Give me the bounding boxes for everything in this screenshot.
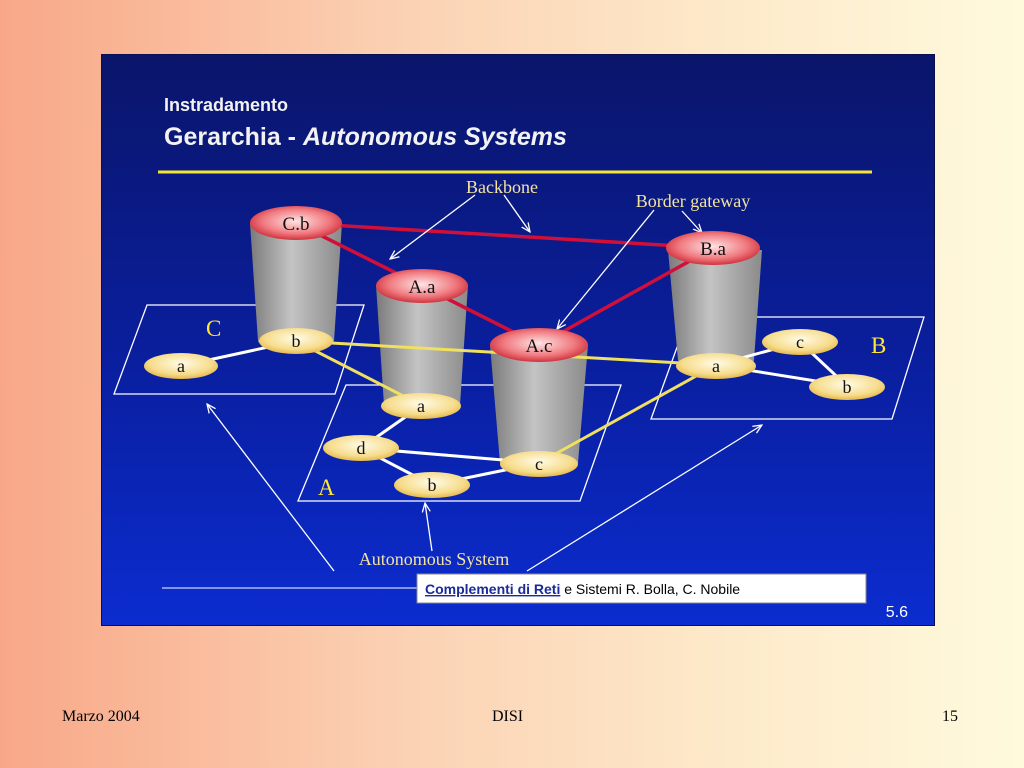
callout-autonomous-system: Autonomous System — [359, 549, 510, 569]
router-ba — [666, 231, 760, 265]
node-a-d: d — [323, 435, 399, 461]
callout-border-gateway: Border gateway — [636, 191, 750, 211]
router-cb — [250, 206, 342, 240]
slide-title: Gerarchia - Autonomous Systems — [164, 123, 567, 151]
title-plain: Gerarchia - — [164, 123, 303, 151]
region-c-label: C — [206, 316, 221, 341]
router-cb-label: C.b — [283, 214, 310, 235]
node-b-a: a — [676, 353, 756, 379]
svg-text:a: a — [417, 396, 425, 416]
node-a-a: a — [381, 393, 461, 419]
svg-text:b: b — [292, 331, 301, 351]
node-b-c: c — [762, 329, 838, 355]
router-aa-label: A.a — [409, 277, 436, 298]
svg-text:c: c — [796, 332, 804, 352]
region-b-label: B — [871, 333, 886, 358]
router-ac-label: A.c — [526, 336, 553, 357]
tower-ba — [668, 250, 762, 368]
slide-page-code: 5.6 — [886, 604, 908, 621]
footer-link[interactable]: Complementi di Reti — [425, 581, 560, 597]
node-a-b: b — [394, 472, 470, 498]
svg-text:b: b — [428, 475, 437, 495]
as-diagram: Instradamento Gerarchia - Autonomous Sys… — [113, 95, 925, 621]
callout-arrows — [207, 194, 762, 572]
node-c-a: a — [144, 353, 218, 379]
node-a-c: c — [500, 451, 578, 477]
router-ba-label: B.a — [700, 239, 726, 260]
footer-org: DISI — [492, 708, 524, 725]
tower-ac — [490, 345, 588, 471]
region-b-plane — [650, 316, 925, 420]
slide-kicker: Instradamento — [164, 95, 288, 115]
svg-text:a: a — [712, 356, 720, 376]
backbone-links — [295, 221, 714, 347]
footer-box — [416, 573, 867, 604]
svg-text:b: b — [843, 377, 852, 397]
footer-rest: e Sistemi R. Bolla, C. Nobile — [560, 581, 740, 597]
title-italic: Autonomous Systems — [302, 123, 567, 151]
svg-text:d: d — [357, 438, 366, 458]
callout-backbone: Backbone — [466, 177, 538, 197]
node-c-b: b — [259, 328, 333, 354]
svg-text:c: c — [535, 454, 543, 474]
tower-cb — [250, 223, 342, 349]
region-a-label: A — [318, 475, 335, 500]
node-b-b: b — [809, 374, 885, 400]
slide-panel: Instradamento Gerarchia - Autonomous Sys… — [101, 54, 935, 626]
footer-date: Marzo 2004 — [62, 708, 140, 725]
router-aa — [376, 269, 468, 303]
svg-text:a: a — [177, 356, 185, 376]
footer-credit: Complementi di Reti e Sistemi R. Bolla, … — [425, 581, 740, 597]
footer-page-number: 15 — [942, 708, 958, 725]
router-ac — [490, 328, 588, 362]
